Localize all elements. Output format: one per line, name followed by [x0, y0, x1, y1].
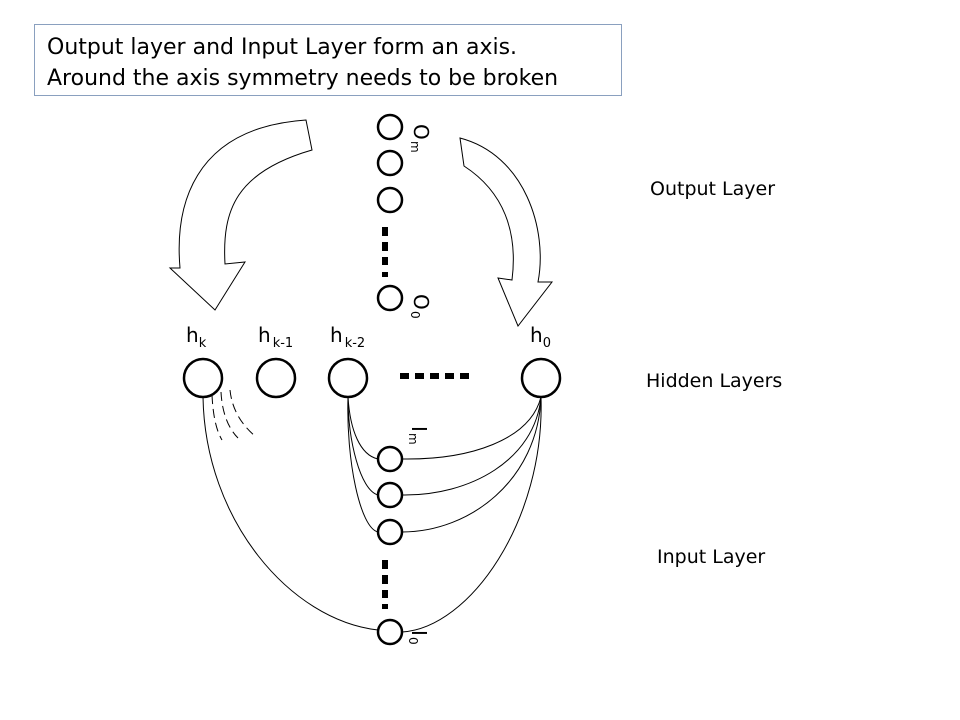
svg-text:m: m [406, 433, 420, 445]
hidden-ellipsis [400, 373, 469, 379]
output-label-m: O m [408, 124, 433, 153]
svg-text:0: 0 [406, 637, 420, 645]
hidden-label-k: hk [186, 323, 207, 351]
input-ellipsis [382, 560, 388, 609]
callout-line-2: Around the axis symmetry needs to be bro… [47, 66, 559, 91]
input-node-m [376, 445, 404, 473]
hidden-node-k-2 [327, 357, 369, 399]
svg-text:O: O [409, 124, 433, 140]
connections-h0-input [401, 396, 542, 633]
output-node-0 [376, 284, 404, 312]
output-node-2 [376, 149, 404, 177]
connection-hk-input-0 [202, 396, 379, 631]
hidden-node-k-1 [255, 357, 297, 399]
svg-text:O: O [409, 294, 433, 310]
svg-text:0: 0 [408, 311, 422, 319]
output-label-0: O 0 [408, 294, 433, 319]
hidden-node-0 [520, 357, 562, 399]
input-label-0: I 0 [406, 630, 431, 645]
callout-box: Output layer and Input Layer form an axi… [34, 24, 622, 96]
connections-hk2-input [347, 396, 379, 533]
hidden-label-0: h0 [530, 323, 551, 351]
output-layer-label: Output Layer [650, 178, 776, 200]
dashed-connections-hk [211, 389, 256, 441]
callout-line-1: Output layer and Input Layer form an axi… [47, 35, 518, 60]
input-layer-label: Input Layer [657, 546, 766, 568]
hidden-node-k [182, 357, 224, 399]
svg-text:m: m [408, 141, 422, 153]
left-curved-arrow [168, 119, 313, 311]
hidden-layers-label: Hidden Layers [646, 370, 783, 392]
svg-text:I: I [407, 426, 431, 432]
right-curved-arrow [459, 137, 554, 327]
svg-text:I: I [407, 630, 431, 636]
output-ellipsis [382, 227, 388, 277]
input-node-0 [376, 618, 404, 646]
output-node-3 [376, 186, 404, 214]
input-node-2 [376, 481, 404, 509]
input-node-3 [376, 518, 404, 546]
output-node-m [376, 113, 404, 141]
input-label-m: I m [406, 426, 431, 445]
